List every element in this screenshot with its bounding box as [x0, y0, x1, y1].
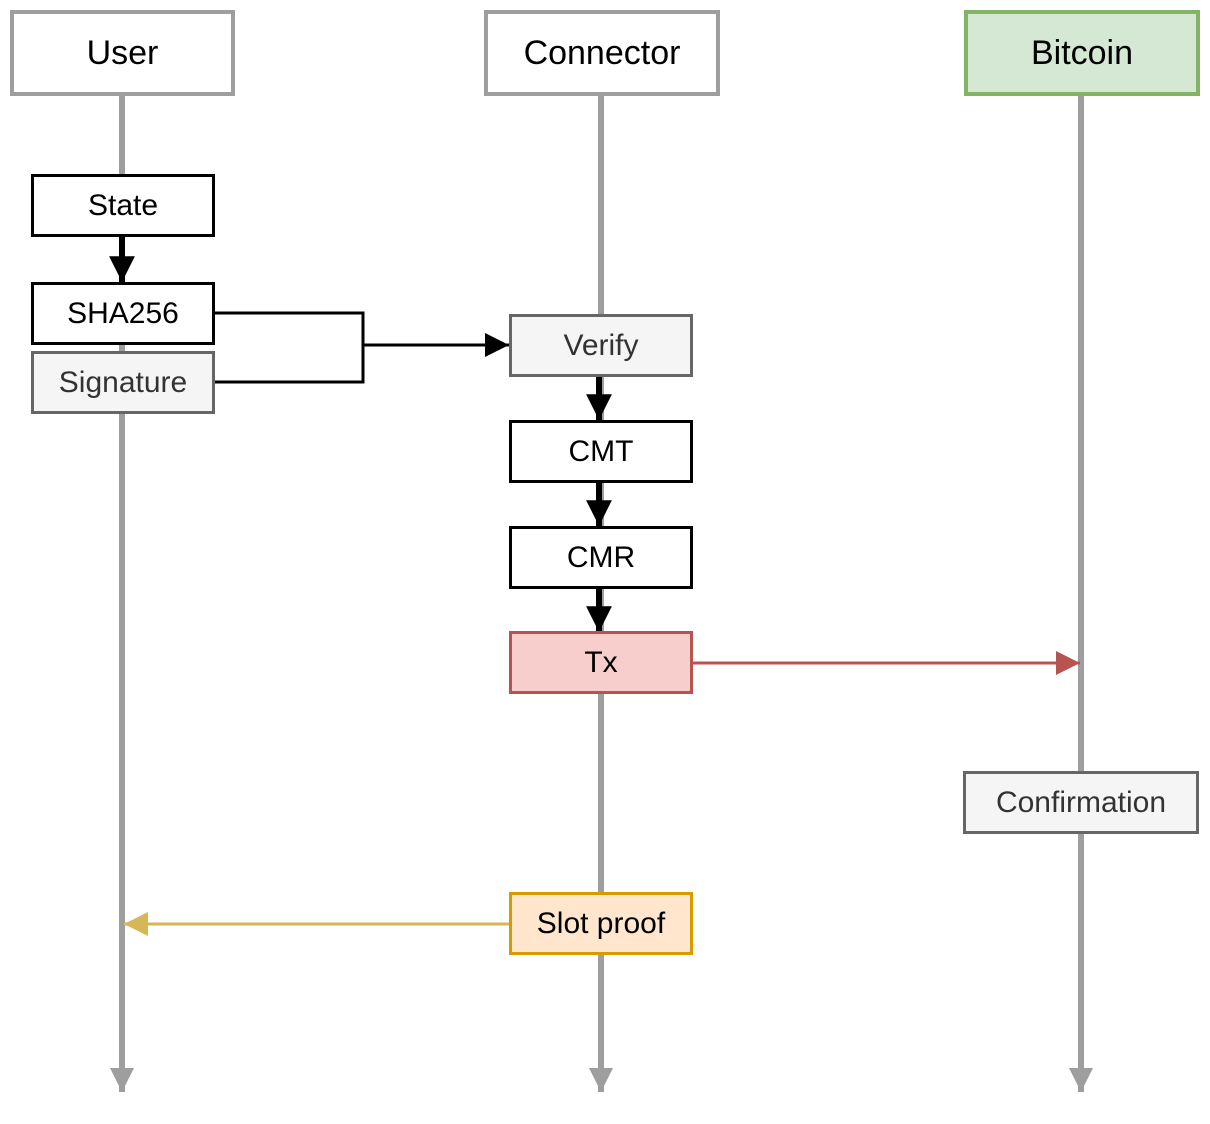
signature-to-verify-connector [214, 345, 365, 384]
actor-bitcoin-label: Bitcoin [1030, 33, 1134, 72]
actor-bitcoin: Bitcoin [964, 10, 1200, 96]
slot-proof-box: Slot proof [509, 892, 693, 955]
actor-connector: Connector [484, 10, 720, 96]
sha256-label: SHA256 [67, 296, 179, 330]
cmt-label: CMT [568, 434, 634, 468]
cmr-box: CMR [509, 526, 693, 589]
verify-box: Verify [509, 314, 693, 377]
actor-user-label: User [86, 33, 159, 72]
sha256-to-verify-connector [214, 311, 365, 345]
verify-label: Verify [563, 328, 639, 362]
state-box: State [31, 174, 215, 237]
signature-label: Signature [58, 365, 188, 399]
slot-proof-label: Slot proof [536, 906, 666, 940]
signature-box: Signature [31, 351, 215, 414]
confirmation-box: Confirmation [963, 771, 1199, 834]
sha256-box: SHA256 [31, 282, 215, 345]
actor-connector-label: Connector [523, 33, 681, 72]
tx-box: Tx [509, 631, 693, 694]
cmr-label: CMR [566, 540, 636, 574]
confirmation-label: Confirmation [995, 785, 1167, 819]
tx-label: Tx [584, 645, 618, 679]
cmt-box: CMT [509, 420, 693, 483]
state-label: State [87, 188, 159, 222]
actor-user: User [10, 10, 235, 96]
